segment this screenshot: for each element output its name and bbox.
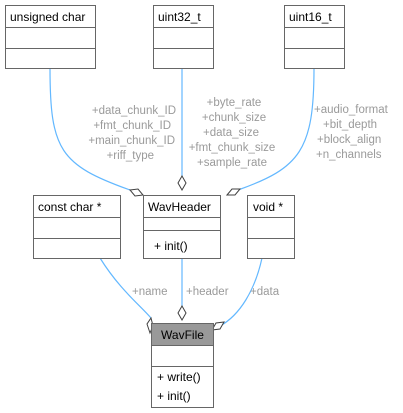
edge-label-line: +byte_rate [207,97,262,109]
edge-label-line: +riff_type [107,150,154,162]
edge-label-name: +name [132,286,167,298]
class-name: WavFile [161,328,204,342]
edge-label-data: +data [250,286,280,298]
class-void-ptr[interactable]: void * [247,195,295,259]
edge-label-line: +data_size [203,127,259,139]
class-name: uint16_t [289,10,332,24]
edge-uint32-to-wavheader [177,68,187,192]
edge-label-line: +main_chunk_ID [88,135,175,147]
edge-label-line: +data_chunk_ID [92,105,176,117]
method-init: + init() [157,389,191,403]
method-init: + init() [154,239,188,253]
class-uint16-t[interactable]: uint16_t [284,5,345,69]
class-name: WavHeader [148,200,211,214]
aggregation-diamond-icon [177,304,187,322]
class-unsigned-char[interactable]: unsigned char [5,5,96,69]
aggregation-diamond-icon [211,321,225,331]
edge-void-to-wavfile [211,257,263,331]
class-name: const char * [38,200,102,214]
edge-label-line: +fmt_chunk_size [189,142,276,154]
edge-label-line: +sample_rate [197,157,267,169]
edge-label-line: +chunk_size [202,112,266,124]
edge-wavheader-to-wavfile [177,258,187,322]
class-name: unsigned char [10,10,85,24]
edge-label-line: +fmt_chunk_ID [93,120,171,132]
aggregation-diamond-icon [177,174,187,192]
aggregation-diamond-icon [225,188,242,196]
edge-label-unsigned-char: +data_chunk_ID +fmt_chunk_ID +main_chunk… [88,105,176,162]
edge-label-line: +block_align [317,134,381,146]
edge-unsigned-char-to-wavheader [49,67,144,197]
edge-label-line: +n_channels [316,149,382,161]
edge-label-line: +bit_depth [323,119,377,131]
class-const-char-ptr[interactable]: const char * [33,195,121,259]
class-name: uint32_t [158,10,201,24]
edge-label-line: +audio_format [314,104,389,116]
edge-label-uint32: +byte_rate +chunk_size +data_size +fmt_c… [189,97,276,169]
edge-label-uint16: +audio_format +bit_depth +block_align +n… [314,104,389,161]
class-wavheader[interactable]: WavHeader + init() [143,195,221,259]
edge-label-header: +header [186,286,229,298]
method-write: + write() [157,370,201,384]
class-name: void * [253,200,283,214]
aggregation-diamond-icon [129,188,144,197]
class-wavfile[interactable]: WavFile + write() + init() [151,323,214,408]
edge-uint16-to-wavheader [225,67,315,196]
class-uint32-t[interactable]: uint32_t [153,5,214,69]
